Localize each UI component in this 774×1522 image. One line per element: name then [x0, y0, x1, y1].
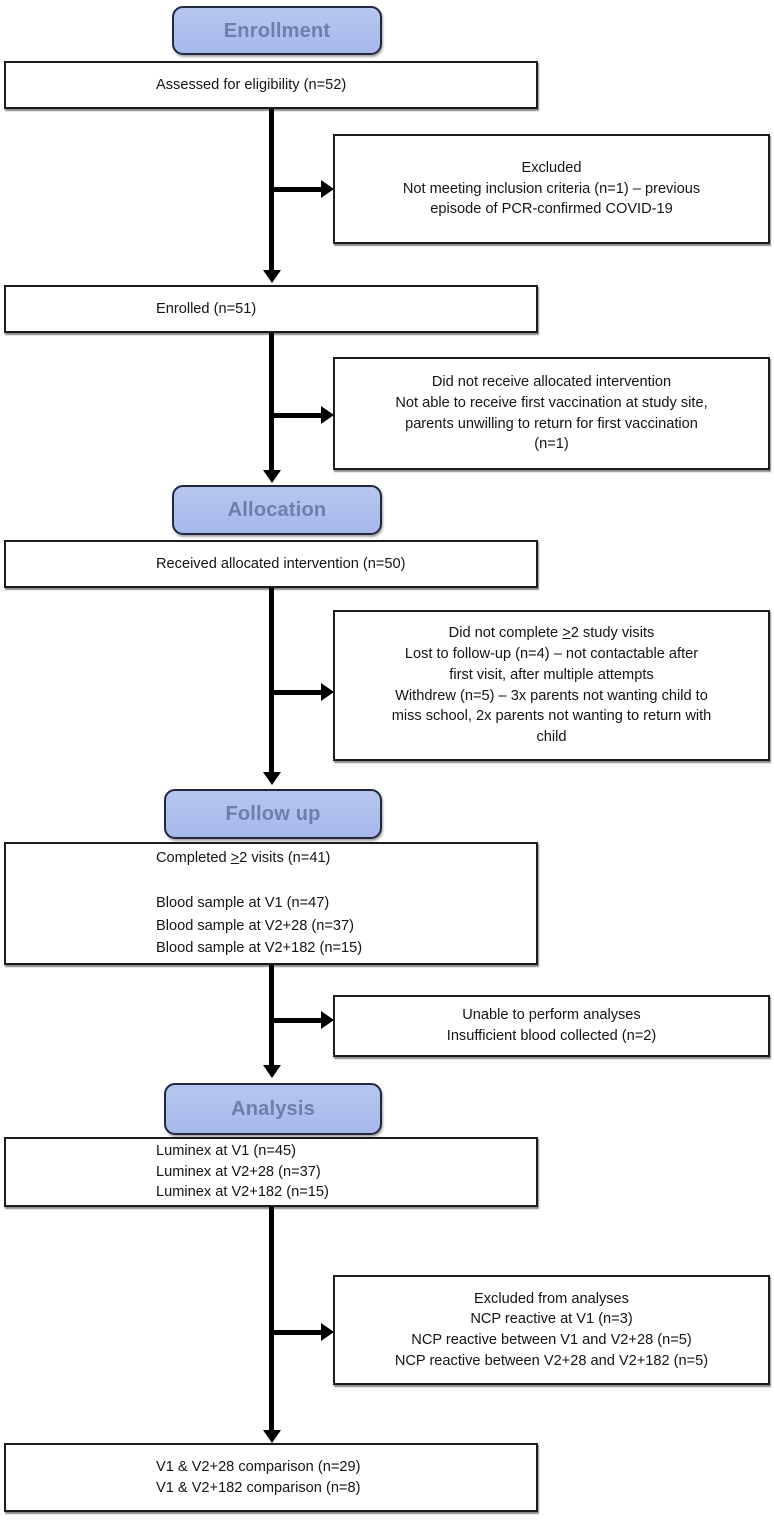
box-excluded: Excluded Not meeting inclusion criteria … — [333, 134, 770, 244]
stage-label-allocation: Allocation — [227, 499, 327, 521]
box-text-final-comparisons: V1 & V2+28 comparison (n=29) V1 & V2+182… — [156, 1458, 361, 1496]
arrowhead-down-to-followup — [263, 772, 281, 785]
box-analysis-results: Luminex at V1 (n=45) Luminex at V2+28 (n… — [4, 1137, 538, 1207]
stage-label-enrollment: Enrollment — [223, 19, 331, 42]
arrowhead-right-to-unable-to-analyse — [321, 1011, 334, 1029]
arrowhead-down-to-analysis — [263, 1065, 281, 1078]
box-text-assessed: Assessed for eligibility (n=52) — [156, 76, 347, 93]
connector-vertical-received-to-followup — [269, 588, 274, 774]
connector-horizontal-to-excluded-from-analyses — [269, 1330, 324, 1335]
box-assessed-for-eligibility: Assessed for eligibility (n=52) — [4, 61, 538, 109]
box-did-not-receive-intervention: Did not receive allocated intervention N… — [333, 357, 770, 470]
stage-pill-allocation: Allocation — [172, 485, 382, 535]
box-text-unable-to-analyse: Unable to perform analyses Insufficient … — [446, 1007, 657, 1044]
arrowhead-down-to-allocation — [263, 470, 281, 483]
box-did-not-complete-visits: Did not complete >2 study visits Lost to… — [333, 610, 770, 761]
arrowhead-right-to-did-not-complete — [321, 683, 334, 701]
greater-or-equal-glyph: > — [230, 849, 240, 866]
stage-pill-analysis: Analysis — [164, 1083, 382, 1135]
box-text-received-allocated: Received allocated intervention (n=50) — [156, 555, 406, 572]
connector-vertical-analysis-to-final — [269, 1207, 274, 1435]
connector-horizontal-to-did-not-complete — [269, 690, 324, 695]
arrowhead-right-to-excluded — [321, 180, 334, 198]
connector-horizontal-to-did-not-receive — [269, 413, 324, 418]
connector-vertical-followup-to-analysis — [269, 965, 274, 1067]
box-enrolled: Enrolled (n=51) — [4, 285, 538, 333]
arrowhead-down-to-enrolled — [263, 270, 281, 283]
box-followup-results: Completed >2 visits (n=41) Blood sample … — [4, 842, 538, 965]
box-received-allocated-intervention: Received allocated intervention (n=50) — [4, 540, 538, 588]
stage-label-follow-up: Follow up — [225, 803, 321, 825]
box-text-excluded-from-analyses: Excluded from analyses NCP reactive at V… — [394, 1290, 709, 1369]
box-text-excluded: Excluded Not meeting inclusion criteria … — [402, 159, 701, 218]
arrowhead-right-to-excluded-from-analyses — [321, 1323, 334, 1341]
box-unable-to-perform-analyses: Unable to perform analyses Insufficient … — [333, 995, 770, 1057]
arrowhead-down-to-final — [263, 1430, 281, 1443]
box-text-analysis-results: Luminex at V1 (n=45) Luminex at V2+28 (n… — [156, 1142, 329, 1201]
stage-label-analysis: Analysis — [231, 1098, 315, 1120]
box-text-followup-results: Completed >2 visits (n=41) Blood sample … — [156, 849, 363, 957]
arrowhead-right-to-did-not-receive — [321, 406, 334, 424]
stage-pill-enrollment: Enrollment — [172, 6, 382, 55]
connector-horizontal-to-excluded — [269, 187, 324, 192]
box-text-did-not-receive: Did not receive allocated intervention N… — [395, 374, 708, 453]
box-text-did-not-complete: Did not complete >2 study visits Lost to… — [391, 625, 712, 745]
box-text-enrolled: Enrolled (n=51) — [156, 300, 257, 317]
greater-or-equal-glyph: > — [562, 625, 571, 642]
connector-vertical-enrolled-to-allocation — [269, 333, 274, 472]
box-excluded-from-analyses: Excluded from analyses NCP reactive at V… — [333, 1275, 770, 1385]
box-final-comparisons: V1 & V2+28 comparison (n=29) V1 & V2+182… — [4, 1443, 538, 1512]
connector-horizontal-to-unable-to-analyse — [269, 1018, 324, 1023]
stage-pill-follow-up: Follow up — [164, 789, 382, 839]
